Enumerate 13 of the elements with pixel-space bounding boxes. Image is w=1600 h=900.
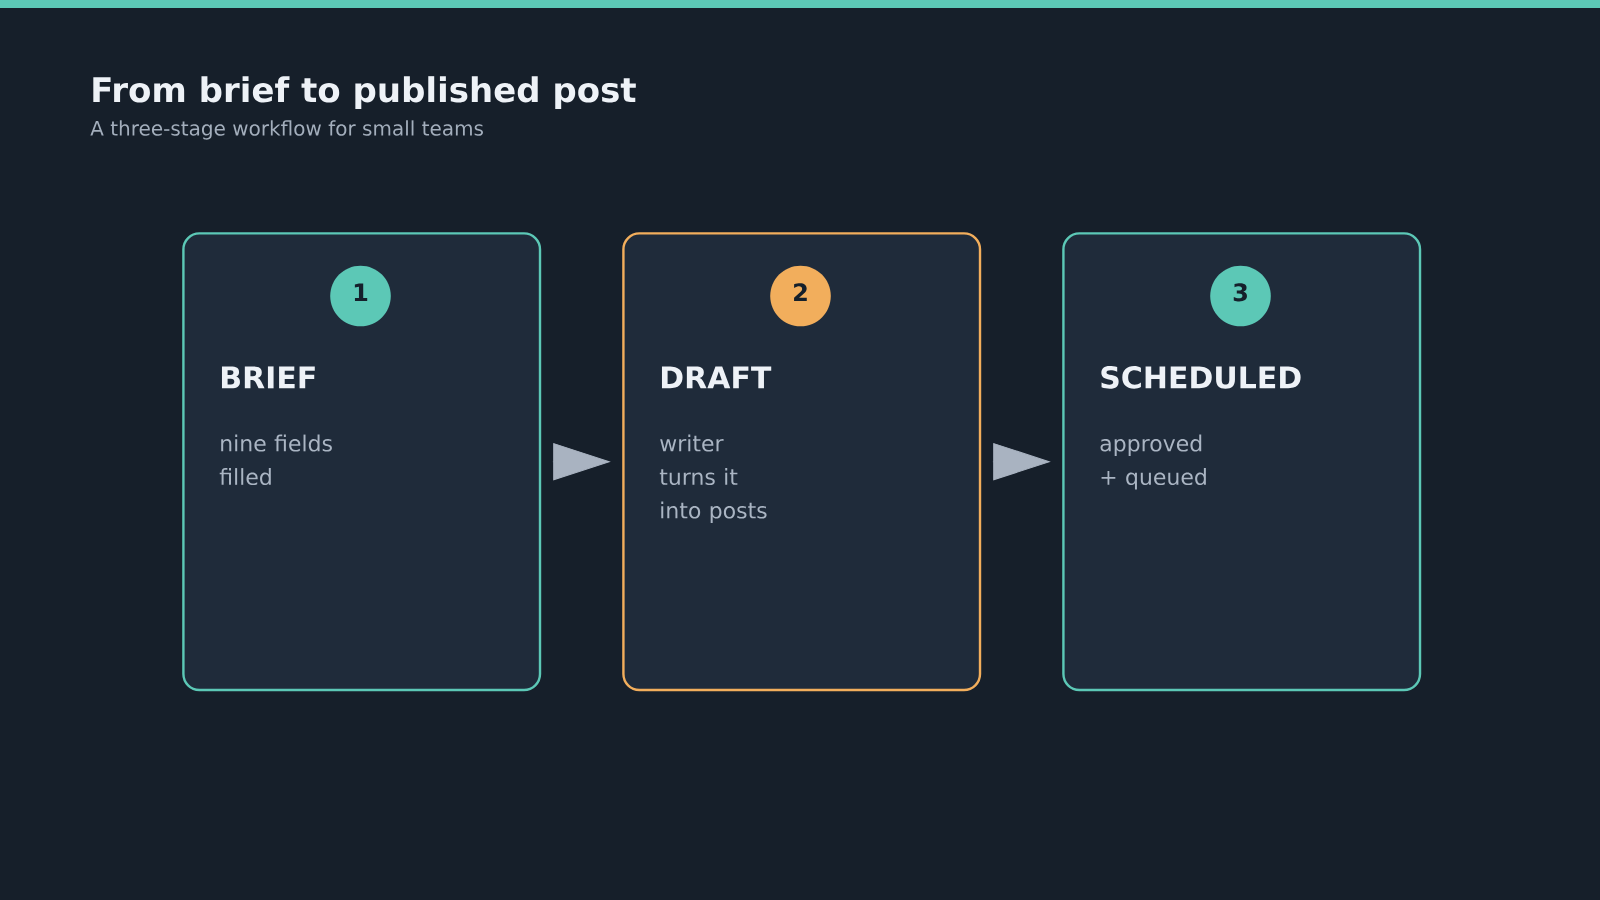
- arrow: [552, 443, 610, 481]
- title: From brief to published post: [93, 76, 636, 110]
- card-text: writer turns it into posts: [659, 434, 767, 523]
- number-badge: 3: [1210, 265, 1271, 327]
- card-heading: DRAFT: [661, 366, 772, 389]
- card-heading: BRIEF: [221, 366, 315, 389]
- number-badge: 2: [770, 265, 831, 327]
- card-text: approved + queued: [1100, 434, 1206, 490]
- card-text: nine fields filled: [219, 434, 332, 486]
- arrow: [992, 443, 1050, 481]
- card-heading: SCHEDULED: [1101, 366, 1301, 389]
- subtitle: A three-stage workflow for small teams: [90, 120, 483, 140]
- number-badge: 1: [330, 265, 391, 327]
